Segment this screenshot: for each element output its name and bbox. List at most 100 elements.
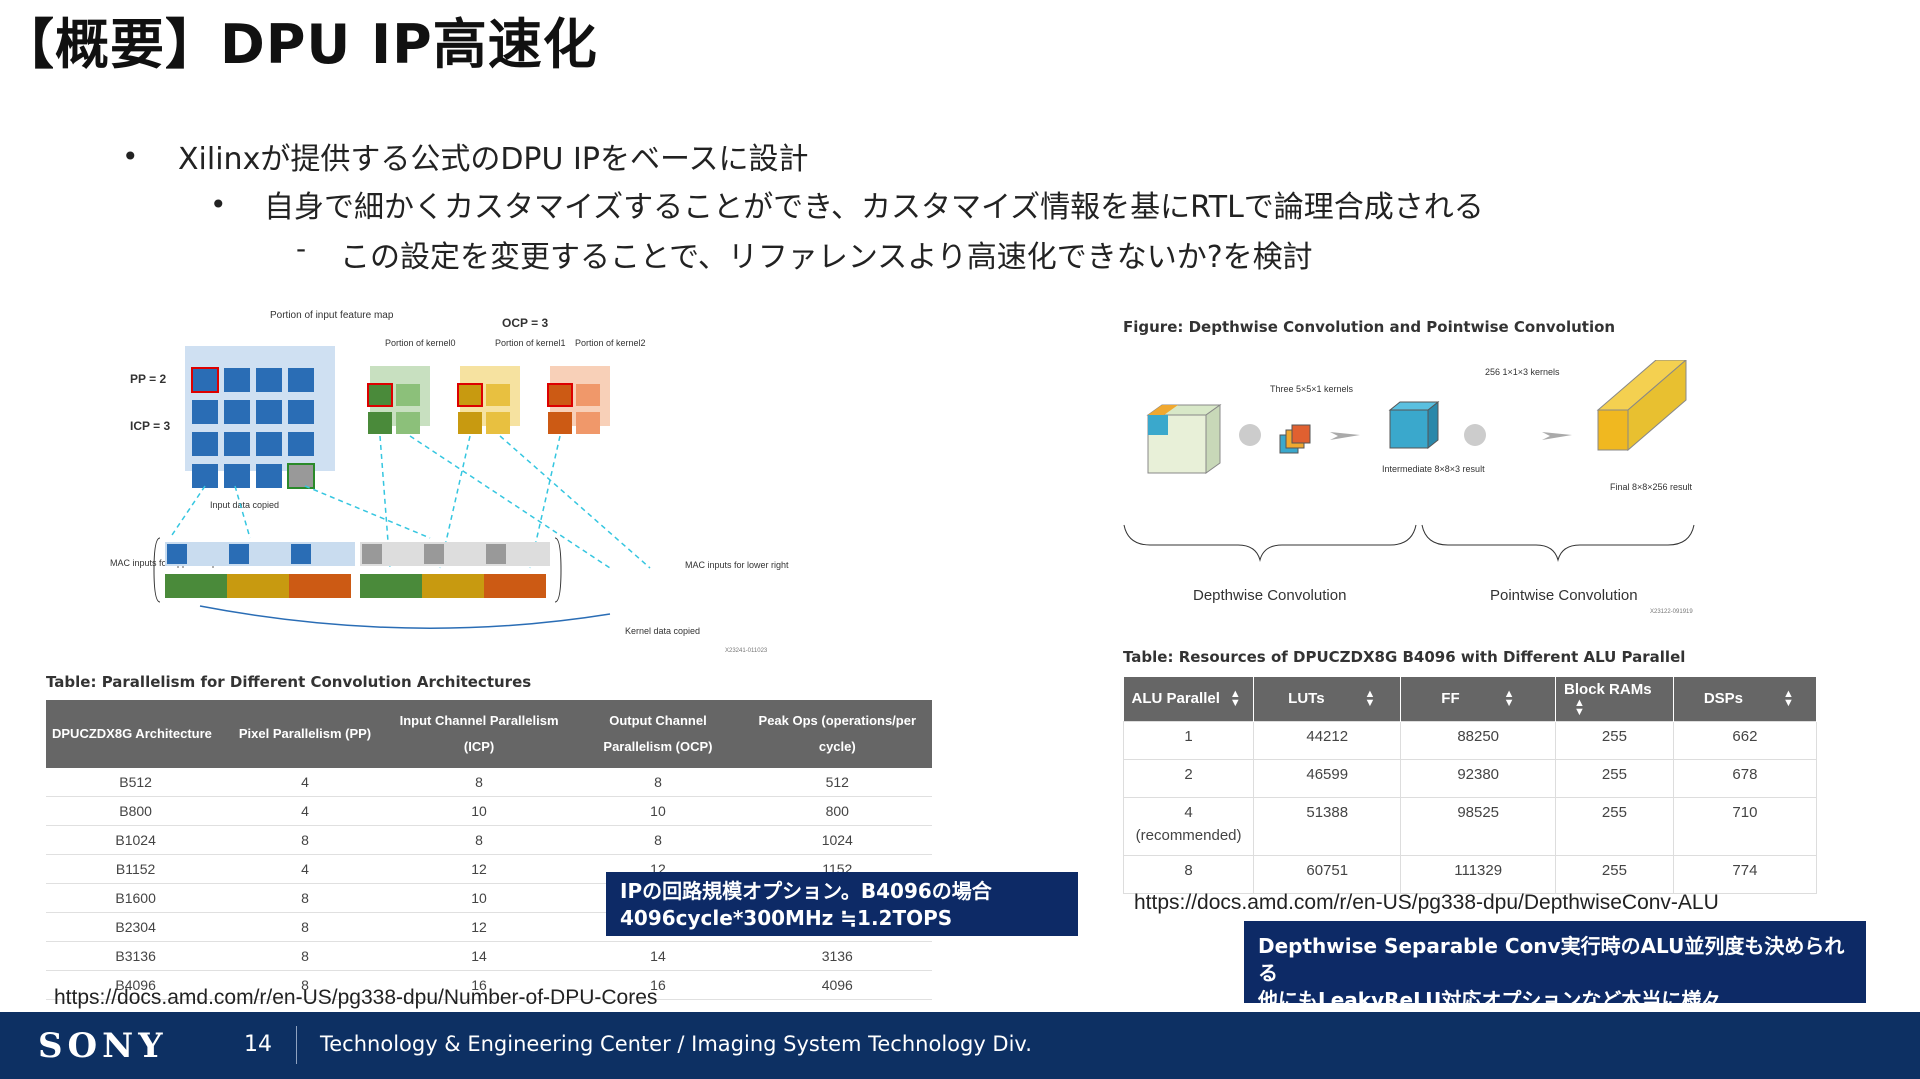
- alu-resources-table: ALU Parallel▲▼ LUTs▲▼ FF▲▼ Block RAMs▲▼ …: [1122, 677, 1818, 894]
- table-cell: 1024: [742, 825, 932, 855]
- table-cell: B3136: [46, 941, 226, 971]
- table-cell: 1: [1122, 721, 1255, 760]
- arrow-icon: [1330, 432, 1360, 440]
- table-cell: 14: [384, 941, 574, 971]
- input-cube: [1146, 404, 1222, 474]
- intermediate-cube: [1388, 400, 1440, 450]
- callout-alu-line2: 他にもLeakyReLU対応オプションなど本当に様々: [1258, 988, 1722, 1012]
- table1-header: Peak Ops (operations/per cycle): [742, 700, 932, 768]
- table-cell: 255: [1555, 759, 1674, 798]
- page-number: 14: [244, 1032, 272, 1057]
- table-cell: 12: [384, 854, 574, 884]
- table-cell: 8: [573, 825, 743, 855]
- table-cell: 8: [225, 883, 385, 913]
- label-icp: ICP = 3: [130, 419, 170, 433]
- sort-icon[interactable]: ▲▼: [1364, 688, 1376, 710]
- label-kernel2: Portion of kernel2: [575, 338, 646, 348]
- table-cell: 10: [384, 883, 574, 913]
- sortable-header-dsps[interactable]: DSPs ▲▼: [1673, 677, 1818, 722]
- right-figure-caption: Figure: Depthwise Convolution and Pointw…: [1123, 318, 1616, 336]
- callout-alu: Depthwise Separable Conv実行時のALU並列度も決められる…: [1244, 921, 1866, 1012]
- depthwise-kernels: [1279, 424, 1311, 454]
- sortable-header-ff[interactable]: FF▲▼: [1400, 677, 1557, 722]
- label-kernel0: Portion of kernel0: [385, 338, 456, 348]
- sort-icon[interactable]: ▲▼: [1574, 696, 1585, 718]
- input-feature-map: [185, 346, 335, 489]
- table-cell: 8: [225, 912, 385, 942]
- table-cell: 8: [225, 970, 385, 1000]
- table-cell: 46599: [1253, 759, 1402, 798]
- table-cell: 10: [384, 796, 574, 826]
- label-three-kernels: Three 5×5×1 kernels: [1270, 384, 1354, 394]
- table-cell: 4(recommended): [1122, 797, 1255, 856]
- table-cell: 8: [225, 825, 385, 855]
- source-link-cores[interactable]: https://docs.amd.com/r/en-US/pg338-dpu/N…: [54, 986, 658, 1009]
- table-cell: 98525: [1400, 797, 1557, 856]
- table-cell: 678: [1672, 759, 1818, 798]
- sortable-header-luts[interactable]: LUTs ▲▼: [1253, 677, 1402, 722]
- table-cell: B4096: [46, 970, 226, 1000]
- sortable-header-alu[interactable]: ALU Parallel▲▼: [1123, 677, 1255, 722]
- table-cell: 774: [1672, 855, 1818, 894]
- table-cell: 92380: [1400, 759, 1557, 798]
- depthwise-brace: [1123, 524, 1417, 562]
- arrow-icon: [1542, 432, 1572, 440]
- table-cell: 662: [1672, 721, 1818, 760]
- table-cell: 16: [573, 970, 743, 1000]
- label-portion-input: Portion of input feature map: [270, 310, 394, 321]
- recommended-note: (recommended): [1135, 827, 1242, 844]
- header-label: DSPs: [1703, 689, 1743, 707]
- table-cell: 60751: [1253, 855, 1402, 894]
- bullet-marker-3: -: [296, 232, 307, 265]
- multiply-symbol-2: [1464, 424, 1486, 446]
- footer-org: Technology & Engineering Center / Imagin…: [320, 1032, 1032, 1056]
- table-cell: 4: [225, 768, 385, 797]
- sort-icon[interactable]: ▲▼: [1783, 688, 1794, 710]
- table-cell: 4: [225, 854, 385, 884]
- label-kernel-copied: Kernel data copied: [625, 626, 700, 636]
- table2-header-row: ALU Parallel▲▼ LUTs▲▼ FF▲▼ Block RAMs▲▼ …: [1123, 677, 1818, 722]
- parallelism-diagram: Portion of input feature map OCP = 3 PP …: [110, 310, 790, 654]
- sort-icon[interactable]: ▲▼: [1229, 688, 1241, 710]
- figure-id-left: X23241-011023: [725, 648, 768, 654]
- kernel1-block: [457, 366, 520, 434]
- source-link-alu[interactable]: https://docs.amd.com/r/en-US/pg338-dpu/D…: [1134, 891, 1719, 914]
- label-pw-kernels: 256 1×1×3 kernels: [1485, 367, 1560, 377]
- table-cell: 710: [1672, 797, 1818, 856]
- final-output-cube: [1596, 360, 1687, 452]
- multiply-symbol-1: [1239, 424, 1261, 446]
- table1-header: DPUCZDX8G Architecture: [46, 700, 226, 768]
- label-input-copied: Input data copied: [210, 500, 279, 510]
- table1-header: Output Channel Parallelism (OCP): [573, 700, 743, 768]
- table-cell: 255: [1555, 721, 1674, 760]
- label-intermediate: Intermediate 8×8×3 result: [1382, 464, 1485, 474]
- bullet-marker-2: •: [210, 188, 227, 221]
- table-cell: 3136: [742, 941, 932, 971]
- header-label: LUTs: [1288, 689, 1325, 707]
- table-cell: B512: [46, 768, 226, 797]
- table-cell: 8: [384, 825, 574, 855]
- sortable-header-bram[interactable]: Block RAMs▲▼: [1555, 677, 1674, 722]
- label-final: Final 8×8×256 result: [1610, 482, 1693, 492]
- table1-header: Input Channel Parallelism (ICP): [384, 700, 574, 768]
- callout-b4096-line2: 4096cycle*300MHz ≒1.2TOPS: [620, 906, 953, 930]
- table1-header-row: DPUCZDX8G Architecture Pixel Parallelism…: [46, 700, 932, 768]
- sort-icon[interactable]: ▲▼: [1503, 688, 1515, 710]
- table-cell: 16: [384, 970, 574, 1000]
- table-cell: 8: [1122, 855, 1255, 894]
- pointwise-brace: [1421, 524, 1695, 562]
- table-cell: 8: [384, 768, 574, 797]
- table-cell: 4: [225, 796, 385, 826]
- depthwise-pointwise-diagram: Three 5×5×1 kernels 256 1×1×3 kernels In…: [1123, 360, 1695, 615]
- table-cell: B800: [46, 796, 226, 826]
- table-cell: 12: [384, 912, 574, 942]
- callout-alu-line1: Depthwise Separable Conv実行時のALU並列度も決められる: [1258, 934, 1845, 985]
- bullet-level3: この設定を変更することで、リファレンスより高速化できないか?を検討: [340, 240, 1313, 275]
